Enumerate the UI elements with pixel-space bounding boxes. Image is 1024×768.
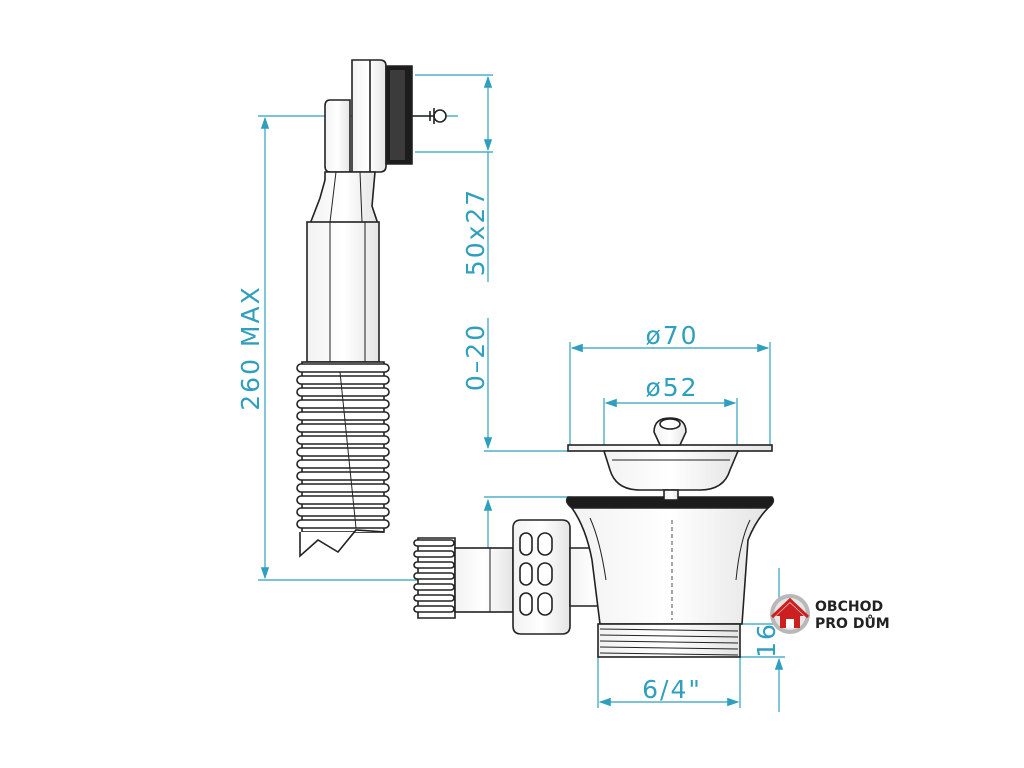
dim-diameter-70: ø70	[645, 321, 698, 350]
hose-rib	[296, 471, 390, 481]
hose-rib	[296, 387, 390, 397]
hose-rib	[296, 495, 390, 505]
stub-rib	[413, 550, 455, 558]
hose-rib	[296, 375, 390, 385]
stub-rib	[413, 572, 455, 580]
corrugated-hose	[296, 361, 390, 558]
stub-rib	[413, 561, 455, 569]
hose-rib	[296, 363, 390, 373]
logo-line-1: OBCHOD	[815, 599, 883, 615]
stub-rib	[413, 539, 455, 547]
thread-line	[599, 634, 739, 638]
thread-line	[599, 646, 739, 650]
thread-line	[599, 628, 739, 632]
hose-cut-end	[299, 529, 385, 558]
hose-rib	[296, 483, 390, 493]
logo-line-2: PRO DŮM	[815, 614, 890, 632]
stub-rib	[413, 605, 455, 613]
dim-0-20: 0–20	[461, 323, 490, 391]
hose-rib	[296, 459, 390, 469]
company-logo: OBCHOD PRO DŮM	[770, 594, 890, 634]
hose-seam	[339, 371, 357, 529]
hose-rib	[296, 435, 390, 445]
house-icon	[770, 594, 810, 634]
stub-rib	[413, 583, 455, 591]
thread-line	[599, 640, 739, 644]
dim-50x27: 50x27	[461, 188, 490, 276]
waste-body	[565, 496, 775, 658]
dim-diameter-52: ø52	[645, 373, 698, 402]
dim-260-max: 260 MAX	[236, 285, 265, 410]
hose-rib	[296, 447, 390, 457]
dim-thread-6-4: 6/4"	[642, 675, 702, 704]
hose-rib	[296, 423, 390, 433]
hose-rib	[296, 519, 390, 529]
stub-rib	[413, 594, 455, 602]
hose-rib	[296, 411, 390, 421]
hose-rib	[296, 507, 390, 517]
overflow-tube	[306, 221, 380, 363]
overflow-head	[308, 59, 447, 225]
strainer-plug	[567, 417, 773, 501]
thread-line	[599, 652, 739, 656]
